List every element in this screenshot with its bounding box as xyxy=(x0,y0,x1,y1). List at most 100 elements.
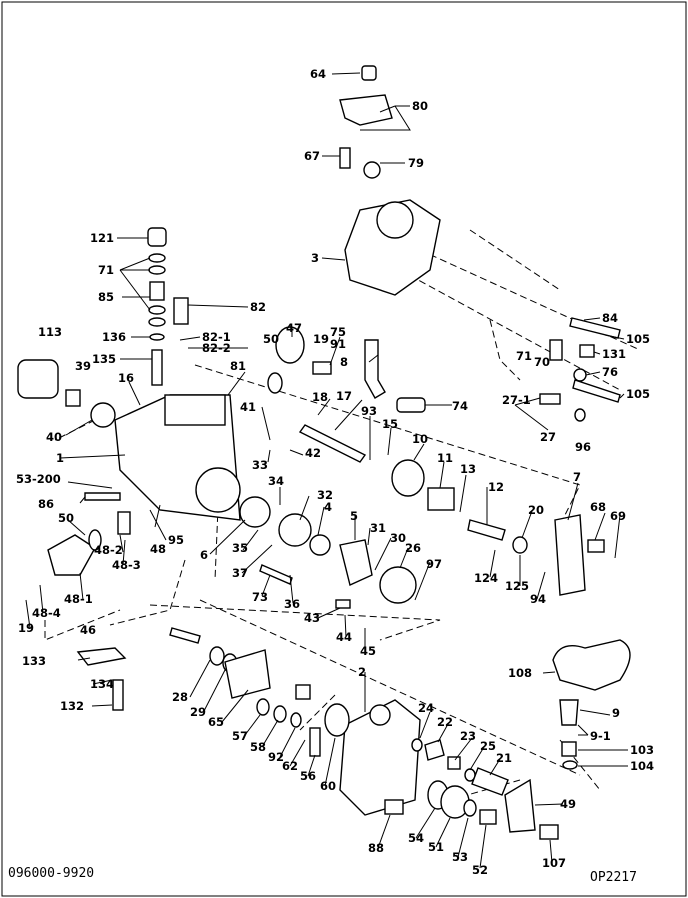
callout-c29: 29 xyxy=(190,705,206,719)
callout-c70: 70 xyxy=(534,355,550,369)
callout-c71a: 71 xyxy=(98,263,114,277)
callout-c68: 68 xyxy=(590,500,606,514)
callout-c113: 113 xyxy=(38,325,62,339)
callout-c15: 15 xyxy=(382,417,398,431)
callout-c10: 10 xyxy=(412,432,428,446)
callout-c58: 58 xyxy=(250,740,266,754)
callout-c54: 54 xyxy=(408,831,424,845)
callout-c69: 69 xyxy=(610,509,626,523)
callout-c53-200: 53-200 xyxy=(16,472,61,486)
callout-c35: 35 xyxy=(232,541,248,555)
callout-c19a: 19 xyxy=(313,332,329,346)
callout-c3: 3 xyxy=(311,251,319,265)
callout-c132: 132 xyxy=(60,699,84,713)
callout-c131: 131 xyxy=(602,347,626,361)
callout-c37: 37 xyxy=(232,566,248,580)
callout-c5: 5 xyxy=(350,509,358,523)
callout-c135: 135 xyxy=(92,352,116,366)
callout-c76: 76 xyxy=(602,365,618,379)
callout-c84: 84 xyxy=(602,311,618,325)
callout-c2: 2 xyxy=(358,665,366,679)
callout-c36: 36 xyxy=(284,597,300,611)
callout-c46: 46 xyxy=(80,623,96,637)
callout-c28: 28 xyxy=(172,690,188,704)
callout-c12: 12 xyxy=(488,480,504,494)
callout-c21: 21 xyxy=(496,751,512,765)
callout-c71b: 71 xyxy=(516,349,532,363)
callout-c39: 39 xyxy=(75,359,91,373)
callout-c43: 43 xyxy=(304,611,320,625)
callout-c64: 64 xyxy=(310,67,326,81)
callout-c4: 4 xyxy=(324,500,332,514)
callout-c22: 22 xyxy=(437,715,453,729)
callout-c32: 32 xyxy=(317,488,333,502)
callout-c8: 8 xyxy=(340,355,348,369)
callout-c44: 44 xyxy=(336,630,352,644)
callout-c96: 96 xyxy=(575,440,591,454)
callout-c97: 97 xyxy=(426,557,442,571)
callout-c23: 23 xyxy=(460,729,476,743)
callout-c82: 82 xyxy=(250,300,266,314)
callout-c47: 47 xyxy=(286,321,302,335)
callout-c82-1: 82-1 xyxy=(202,330,231,344)
callout-c27: 27 xyxy=(540,430,556,444)
callout-c48-3: 48-3 xyxy=(112,558,141,572)
callout-c108: 108 xyxy=(508,666,532,680)
callout-c75: 75 xyxy=(330,325,346,339)
callout-c92: 92 xyxy=(268,750,284,764)
callout-c74: 74 xyxy=(452,399,468,413)
leader-lines xyxy=(25,72,628,869)
callout-c20: 20 xyxy=(528,503,544,517)
callout-c85: 85 xyxy=(98,290,114,304)
callout-c91: 91 xyxy=(330,337,346,351)
callout-c1: 1 xyxy=(56,451,64,465)
callout-c86: 86 xyxy=(38,497,54,511)
callout-c48: 48 xyxy=(150,542,166,556)
callout-c11: 11 xyxy=(437,451,453,465)
callout-c125: 125 xyxy=(505,579,529,593)
callout-c80: 80 xyxy=(412,99,428,113)
callout-c50b: 50 xyxy=(58,511,74,525)
callout-c7: 7 xyxy=(573,470,581,484)
callout-c93: 93 xyxy=(361,404,377,418)
callout-c56: 56 xyxy=(300,769,316,783)
callout-c9: 9 xyxy=(612,706,620,720)
callout-c51: 51 xyxy=(428,840,444,854)
callout-c19b: 19 xyxy=(18,621,34,635)
callout-c34: 34 xyxy=(268,474,284,488)
callout-c67: 67 xyxy=(304,149,320,163)
callout-c50a: 50 xyxy=(263,332,279,346)
callout-c40: 40 xyxy=(46,430,62,444)
part-drawings xyxy=(17,65,631,840)
callout-c57: 57 xyxy=(232,729,248,743)
callout-c48-1: 48-1 xyxy=(64,592,93,606)
callout-c94: 94 xyxy=(530,592,546,606)
callout-c30: 30 xyxy=(390,531,406,545)
callout-c45: 45 xyxy=(360,644,376,658)
callout-c27-1: 27-1 xyxy=(502,393,531,407)
callout-c9-1: 9-1 xyxy=(590,729,611,743)
callout-c107: 107 xyxy=(542,856,566,870)
callout-c79: 79 xyxy=(408,156,424,170)
callout-c124: 124 xyxy=(474,571,498,585)
callout-c136: 136 xyxy=(102,330,126,344)
callout-c105b: 105 xyxy=(626,387,650,401)
callout-c134: 134 xyxy=(90,677,114,691)
callout-c33: 33 xyxy=(252,458,268,472)
callout-c25: 25 xyxy=(480,739,496,753)
callout-c88: 88 xyxy=(368,841,384,855)
callout-c16: 16 xyxy=(118,371,134,385)
document-number: 096000-9920 xyxy=(8,866,95,881)
callout-c53: 53 xyxy=(452,850,468,864)
sheet-code: OP2217 xyxy=(590,870,637,885)
callout-c105a: 105 xyxy=(626,332,650,346)
callout-c31: 31 xyxy=(370,521,386,535)
callout-c95: 95 xyxy=(168,533,184,547)
callout-c65: 65 xyxy=(208,715,224,729)
callout-c48-4: 48-4 xyxy=(32,606,61,620)
callout-c41: 41 xyxy=(240,400,256,414)
callout-c104: 104 xyxy=(630,759,654,773)
